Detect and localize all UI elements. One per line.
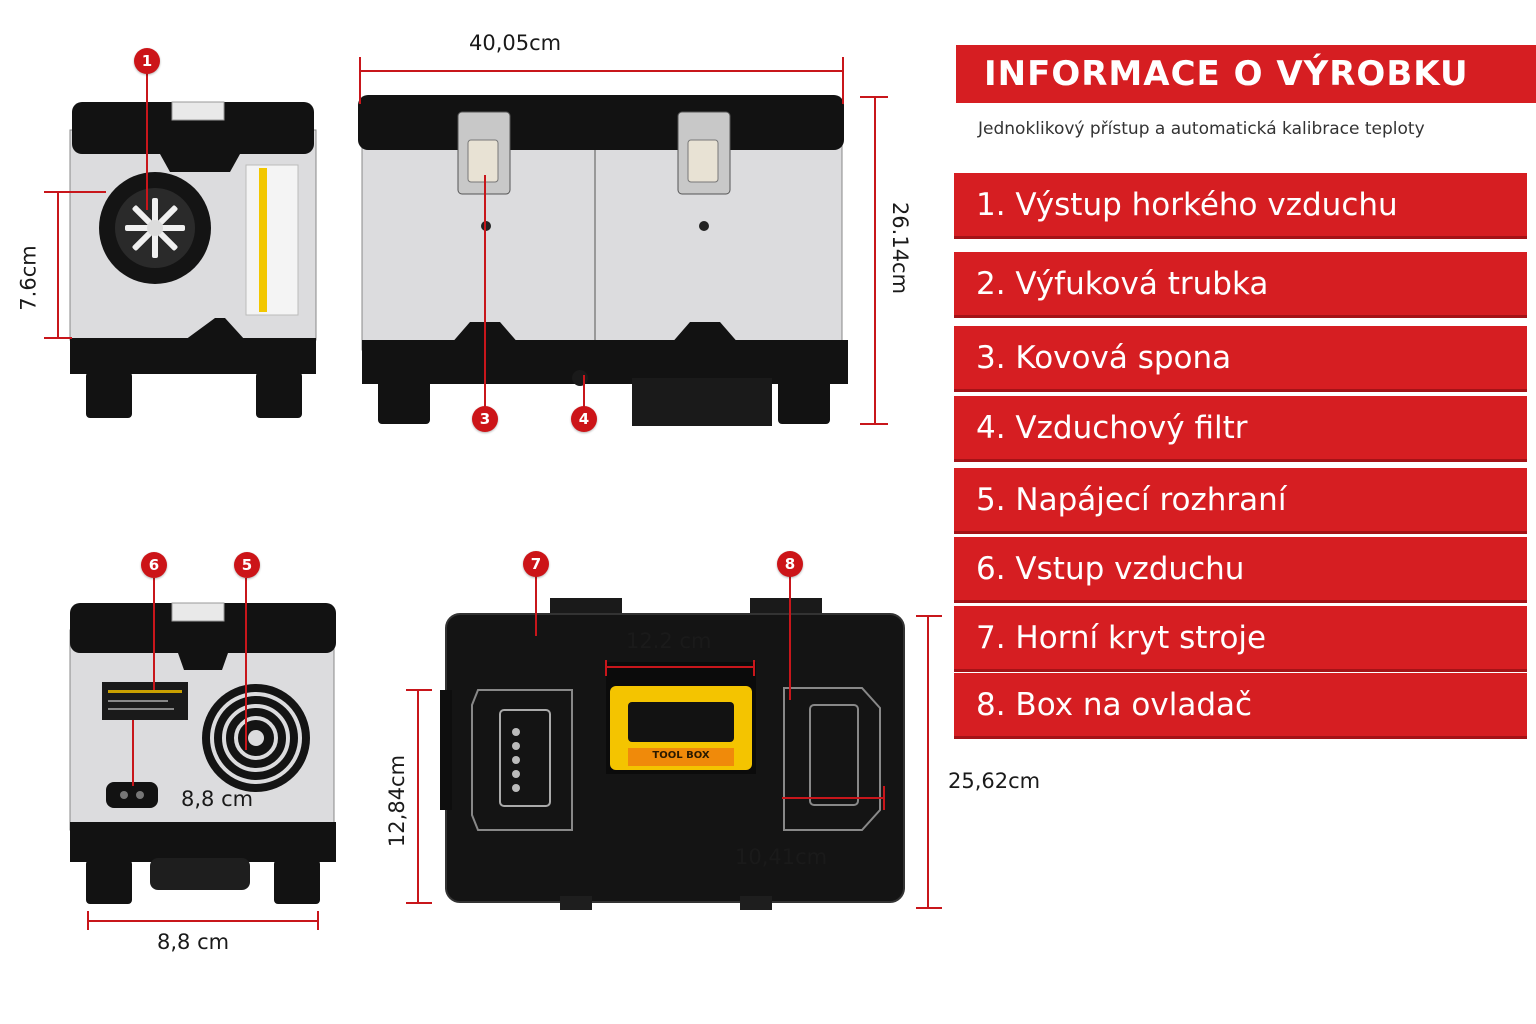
dimension-lines (44, 57, 942, 930)
dim-back-width: 8,8 cm (157, 930, 230, 954)
button-row (512, 728, 520, 792)
feature-item-6: 6. Vstup vzduchu (954, 537, 1527, 603)
callout-5: 5 (234, 552, 260, 578)
side-view-unit (69, 101, 317, 418)
feature-item-5: 5. Napájecí rozhraní (954, 468, 1527, 534)
info-title: INFORMACE O VÝROBKU (956, 45, 1536, 103)
callout-7: 7 (523, 551, 549, 577)
info-subtitle: Jednoklikový přístup a automatická kalib… (978, 119, 1425, 139)
dim-top-height: 12,84cm (385, 754, 410, 848)
callout-6: 6 (141, 552, 167, 578)
dim-front-width: 40,05cm (469, 31, 562, 55)
toolbox-label: TOOL BOX (652, 750, 710, 761)
dim-top-handle: 12.2 cm (626, 629, 712, 653)
dim-back-fan: 8,8 cm (181, 787, 254, 811)
dim-top-box: 10,41cm (735, 845, 828, 869)
back-view-unit (69, 602, 336, 904)
dim-side-height: 7.6cm (16, 245, 41, 311)
callout-4: 4 (571, 406, 597, 432)
feature-item-8: 8. Box na ovladač (954, 673, 1527, 739)
feature-item-4: 4. Vzduchový filtr (954, 396, 1527, 462)
feature-item-1: 1. Výstup horkého vzduchu (954, 173, 1527, 239)
callout-3: 3 (472, 406, 498, 432)
feature-item-7: 7. Horní kryt stroje (954, 606, 1527, 672)
feature-item-2: 2. Výfuková trubka (954, 252, 1527, 318)
callout-8: 8 (777, 551, 803, 577)
feature-item-3: 3. Kovová spona (954, 326, 1527, 392)
dim-top-depth: 25,62cm (948, 769, 1041, 793)
front-view-unit (358, 95, 848, 426)
callout-1: 1 (134, 48, 160, 74)
dim-front-height: 26.14cm (888, 201, 913, 295)
